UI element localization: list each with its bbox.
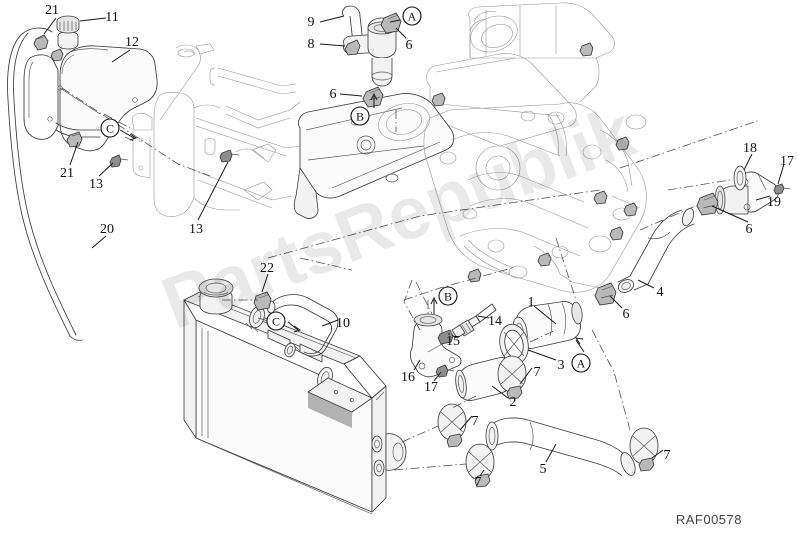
section-marker-c-radiator-label: C <box>272 315 280 329</box>
callout-bleed-hose: 10 <box>336 316 350 331</box>
callout-screw-left: 13 <box>89 177 103 192</box>
part-hose-clamp-7-b <box>437 403 467 448</box>
part-water-hose-4 <box>617 207 695 293</box>
section-marker-a-middle: A <box>571 353 591 373</box>
part-radiator-hose-5 <box>485 417 636 477</box>
diagram-reference-code: RAF00578 <box>676 512 742 527</box>
callout-hose-clamp-upper: 21 <box>45 3 59 18</box>
part-overflow-hose <box>7 27 83 341</box>
part-radiator <box>183 278 407 515</box>
section-marker-a-top: A <box>402 6 422 26</box>
part-hose-clamp-7-a <box>497 355 527 400</box>
callout-radiator-hose: 5 <box>540 462 547 477</box>
section-markers: A B C C B A <box>100 6 591 373</box>
section-marker-b-middle-label: B <box>444 290 452 304</box>
callout-numbers: 11 21 12 21 13 13 20 9 8 6 6 18 17 19 6 4 6 22 10 1 14 15 3 16 1… <box>45 3 794 490</box>
callout-overflow-hose: 20 <box>100 222 114 237</box>
section-marker-c-left-label: C <box>106 122 114 136</box>
callout-hose-clamp: 7 <box>475 475 482 490</box>
part-sensor-housing-16 <box>410 313 462 378</box>
callout-hose-clamp: 6 <box>330 87 337 102</box>
section-marker-a-top-ring <box>402 6 422 26</box>
callout-water-hose: 4 <box>657 285 664 300</box>
radiator-filler-neck <box>198 278 234 315</box>
part-temperature-sensor-14 <box>451 303 497 339</box>
callout-hose-clamp: 6 <box>746 222 753 237</box>
callout-screw-right: 13 <box>189 222 203 237</box>
callout-sensor-seal: 15 <box>446 334 460 349</box>
callout-hose-clamp-lower: 21 <box>60 166 74 181</box>
callout-connecting-pipe: 2 <box>510 395 517 410</box>
assembly-axis-lines <box>61 87 761 471</box>
callout-breather-pipe: 9 <box>308 15 315 30</box>
part-hose-clamp-21-upper <box>33 34 49 51</box>
callout-hose-clamp: 6 <box>623 307 630 322</box>
section-marker-c-left: C <box>100 118 120 138</box>
callout-screw: 17 <box>780 154 794 169</box>
part-hose-clip-22 <box>253 291 272 311</box>
section-marker-b-top-ring <box>350 106 370 126</box>
section-marker-a-middle-ring <box>571 353 591 373</box>
engine-assembly <box>293 2 647 293</box>
callout-thermostat: 1 <box>528 295 535 310</box>
part-hose-clamp-21-small <box>50 48 64 62</box>
section-marker-b-middle-ring <box>438 286 458 306</box>
section-marker-c-left-ring <box>100 118 120 138</box>
part-hose-clamp-7-c <box>465 443 495 488</box>
part-o-ring-18 <box>733 165 747 191</box>
section-marker-b-top-label: B <box>356 110 364 124</box>
callout-water-union: 19 <box>767 195 781 210</box>
callout-hose-clip: 22 <box>260 261 274 276</box>
part-hose-clamp-7-d <box>629 427 659 472</box>
leader-lines <box>43 15 785 477</box>
section-marker-b-top: B <box>350 106 370 126</box>
section-marker-c-radiator-ring <box>266 311 286 331</box>
part-hose-clamp-6-hose4 <box>594 282 617 306</box>
callout-expansion-tank: 12 <box>125 35 139 50</box>
part-screw-13-right <box>219 149 240 163</box>
callout-sensor-housing: 16 <box>401 370 415 385</box>
callout-hose-clamp: 7 <box>534 365 541 380</box>
callout-temperature-sensor: 14 <box>488 314 502 329</box>
callout-expansion-tank-cap: 11 <box>105 10 118 25</box>
section-marker-b-middle: B <box>438 286 458 306</box>
part-screw-17-right <box>773 183 791 195</box>
part-tank-cap <box>56 15 80 50</box>
section-marker-a-middle-label: A <box>577 357 586 371</box>
background-frame <box>131 43 301 217</box>
part-seal-ring-3 <box>499 323 529 365</box>
part-expansion-tank <box>23 45 158 152</box>
part-water-union-19 <box>714 171 779 215</box>
part-hose-clamp-6-right <box>696 192 719 216</box>
callout-screw: 17 <box>424 380 438 395</box>
callout-hose-clamp: 7 <box>664 448 671 463</box>
callout-o-ring: 18 <box>743 141 757 156</box>
callout-seal-ring: 3 <box>558 358 565 373</box>
part-hose-clamp-21-lower <box>66 131 83 148</box>
section-marker-c-radiator: C <box>266 311 286 331</box>
callout-hose-clamp: 6 <box>406 38 413 53</box>
callout-union-fitting: 8 <box>308 37 315 52</box>
callout-hose-clamp: 7 <box>472 414 479 429</box>
section-marker-a-top-label: A <box>408 10 417 24</box>
part-screw-13-left <box>109 154 129 168</box>
